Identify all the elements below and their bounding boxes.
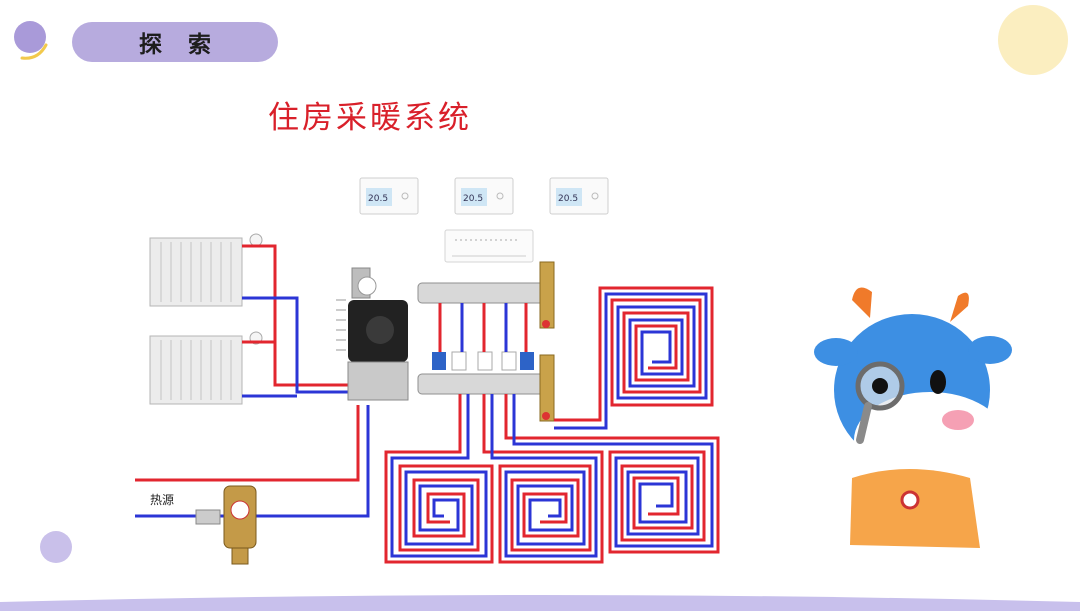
thermostat-3-reading: 20.5 (558, 194, 578, 204)
control-box (444, 229, 534, 263)
top-right-yellow-circle (998, 5, 1068, 75)
thermostat-2-reading: 20.5 (463, 194, 483, 204)
floor-loops (384, 286, 720, 564)
diagram-title: 住房采暖系统 (268, 100, 472, 136)
radiator-lower (149, 331, 263, 405)
thermostat-1: 20.5 (359, 177, 419, 215)
bottom-left-purple-circle (40, 531, 72, 563)
heat-source-filter (195, 485, 257, 565)
magnifier-icon (855, 361, 905, 444)
pressure-gauge (357, 276, 377, 296)
top-left-purple-circle (14, 21, 46, 53)
thermostat-2: 20.5 (454, 177, 514, 215)
thermostat-3: 20.5 (549, 177, 609, 215)
section-pill: 探索 (72, 22, 278, 62)
top-left-yellow-arc (20, 43, 48, 60)
heat-source-label: 热源 (150, 493, 175, 507)
radiator-upper (149, 233, 263, 307)
section-label: 探索 (139, 32, 237, 58)
mascot-cow (814, 287, 1012, 548)
thermostat-1-reading: 20.5 (368, 194, 388, 204)
radiator-pipes (242, 244, 350, 398)
manifold (417, 261, 555, 422)
pump-station (336, 267, 409, 401)
bottom-wave (0, 595, 1080, 611)
